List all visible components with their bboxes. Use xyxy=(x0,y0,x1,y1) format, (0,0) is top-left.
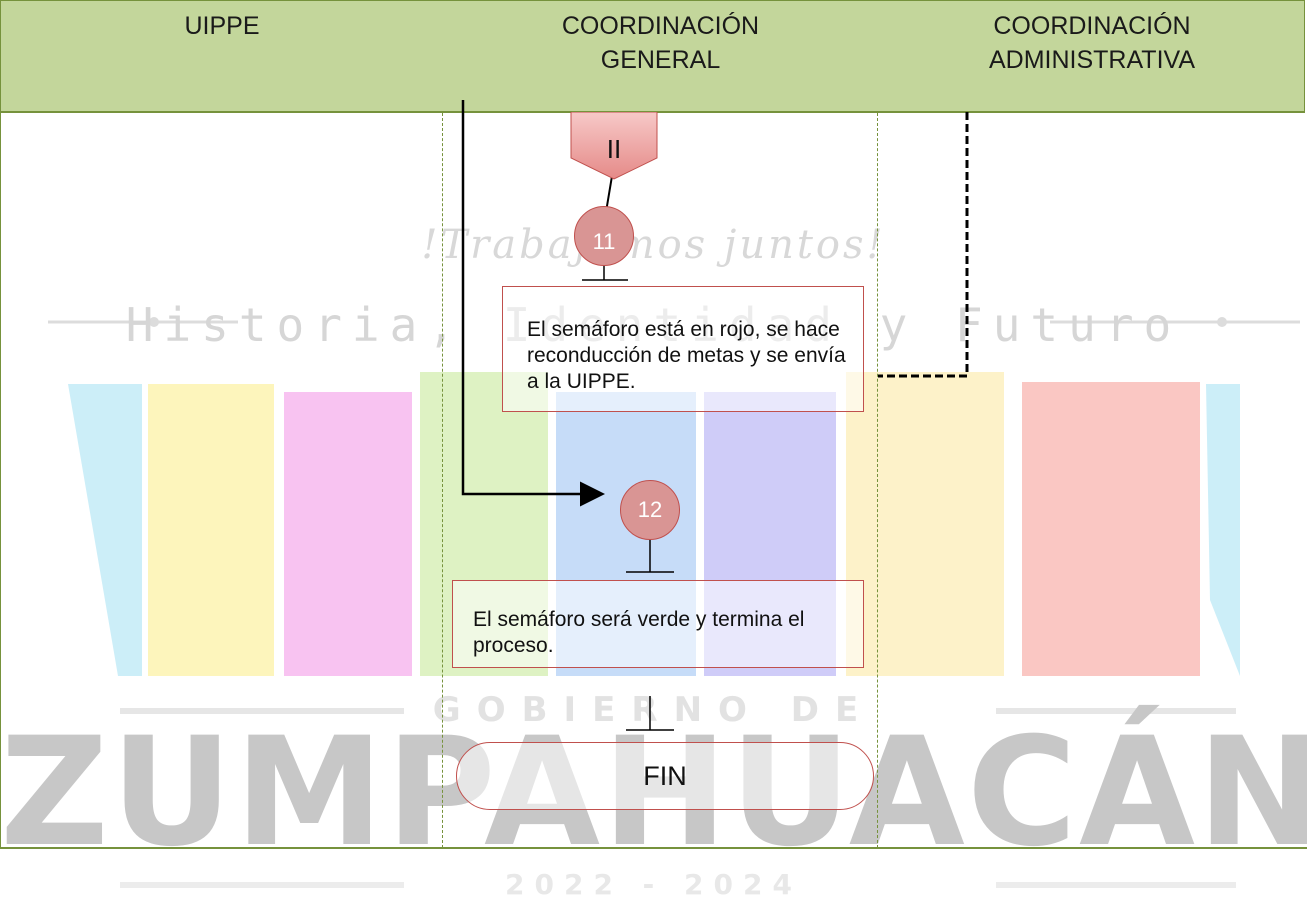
lane-title: UIPPE xyxy=(184,12,260,40)
lane-header-coordinacion-administrativa: COORDINACIÓN ADMINISTRATIVA xyxy=(878,9,1306,77)
lane-title-line1: COORDINACIÓN xyxy=(561,12,760,40)
swimlane-header: UIPPE COORDINACIÓN GENERAL COORDINACIÓN … xyxy=(0,0,1305,113)
step-number: 12 xyxy=(637,497,663,522)
frame-bottom-border xyxy=(0,847,1307,849)
step-text: El semáforo está en rojo, se hace recond… xyxy=(527,318,846,393)
lane-title-line1: COORDINACIÓN xyxy=(993,12,1191,40)
watermark-years: 2022 - 2024 xyxy=(505,868,802,901)
lane-title-line2: ADMINISTRATIVA xyxy=(988,46,1196,74)
end-label: FIN xyxy=(643,761,687,791)
watermark-gobierno: GOBIERNO DE xyxy=(432,690,875,730)
lane-header-uippe: UIPPE xyxy=(1,9,443,43)
end-terminator: FIN xyxy=(456,742,874,810)
offpage-connector-shape xyxy=(570,112,658,180)
offpage-connector: II xyxy=(570,112,658,180)
lane-divider-1 xyxy=(442,113,443,848)
step-number-circle: 12 xyxy=(620,480,680,540)
step-box: El semáforo está en rojo, se hace recond… xyxy=(502,286,864,412)
step-number-circle: 11 xyxy=(574,206,634,266)
step-number: 11 xyxy=(592,229,616,254)
lane-header-coordinacion-general: COORDINACIÓN GENERAL xyxy=(443,9,878,77)
step-text: El semáforo será verde y termina el proc… xyxy=(473,608,805,657)
lane-divider-2 xyxy=(877,113,878,848)
offpage-connector-label: II xyxy=(606,134,622,164)
lane-title-line2: GENERAL xyxy=(600,46,721,74)
watermark-slogan: !Trabajemos juntos! xyxy=(421,222,886,268)
frame-left-border xyxy=(0,0,1,848)
step-box: El semáforo será verde y termina el proc… xyxy=(452,580,864,668)
